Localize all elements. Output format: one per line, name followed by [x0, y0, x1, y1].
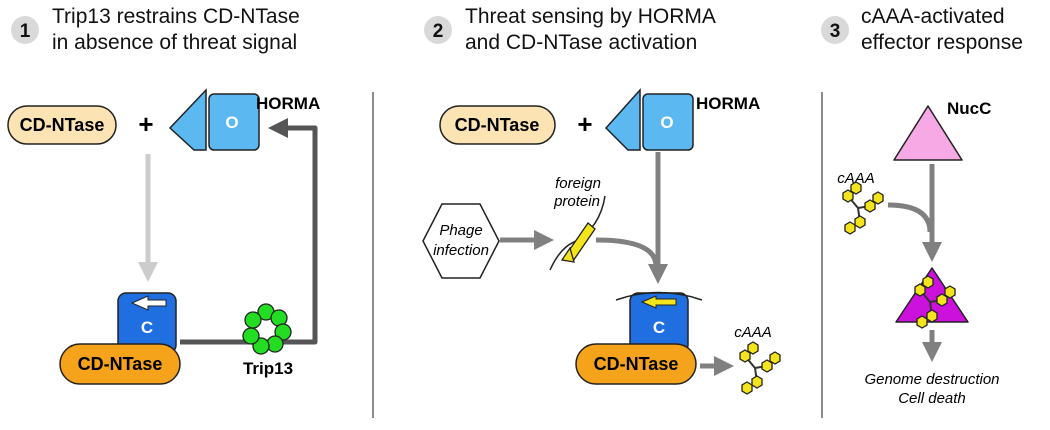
panel-2-number-badge — [424, 16, 452, 44]
cd-ntase-active-label: CD-NTase — [78, 354, 163, 374]
nucc-inactive-triangle — [893, 105, 963, 161]
foreign-protein-label-line2: protein — [553, 193, 600, 210]
closed-horma-icon: C — [117, 292, 177, 354]
panel-1-number: 1 — [20, 21, 31, 42]
cd-ntase-active-label: CD-NTase — [594, 354, 679, 374]
cd-ntase-label: CD-NTase — [455, 115, 540, 135]
horma-label: HORMA — [696, 94, 760, 113]
panel-2: CD-NTase + O HORMA Phage infection forei… — [422, 88, 781, 395]
camp-label: cAAA — [837, 170, 875, 187]
horma-closed-letter: C — [653, 318, 665, 337]
phage-label-line1: Phage — [439, 222, 482, 239]
phage-label-line2: infection — [433, 242, 489, 259]
camp-label: cAAA — [734, 324, 772, 341]
outcome-line2: Cell death — [898, 390, 966, 407]
cyclic-trinucleotide-icon — [842, 181, 884, 235]
horma-closed-letter: C — [141, 318, 153, 337]
panel-2-header: 2 Threat sensing by HORMA and CD-NTase a… — [424, 5, 716, 54]
panel-2-title-line2: and CD-NTase activation — [465, 31, 697, 54]
panel-3-title-line1: cAAA-activated — [861, 5, 1005, 28]
panel-3-header: 3 cAAA-activated effector response — [821, 5, 1023, 54]
horma-label: HORMA — [256, 94, 320, 113]
horma-open-letter: O — [660, 113, 673, 132]
open-horma-icon: O — [604, 88, 694, 151]
panel-1-number-badge — [11, 16, 39, 44]
cd-ntase-active-pill — [59, 343, 181, 385]
horma-open-letter: O — [225, 113, 238, 132]
hexagon-icon — [422, 203, 500, 279]
panel-3: NucC cAAA Genome destruction Cell death — [837, 99, 999, 407]
plus-sign: + — [138, 109, 153, 139]
cyclic-trinucleotide-icon — [739, 341, 781, 395]
panel-3-number-badge — [821, 16, 849, 44]
panel-1-title-line2: in absence of threat signal — [52, 31, 297, 54]
cd-ntase-inactive-pill — [7, 105, 117, 145]
hexameric-ring-icon — [242, 303, 292, 355]
trip13-recycling-arrow — [180, 118, 318, 345]
cd-ntase-inactive-pill — [439, 105, 556, 145]
plus-sign: + — [577, 109, 592, 139]
foreign-protein-chain — [549, 195, 606, 271]
open-horma-icon: O — [168, 88, 260, 151]
panel-1-header: 1 Trip13 restrains CD-NTase in absence o… — [11, 5, 300, 54]
closed-horma-icon: C — [615, 291, 703, 354]
outcome-line1: Genome destruction — [864, 371, 999, 388]
foreign-protein-label-line1: foreign — [555, 175, 601, 192]
panel-2-number: 2 — [433, 21, 444, 42]
nucc-label: NucC — [947, 99, 991, 118]
panel-1-title-line1: Trip13 restrains CD-NTase — [52, 5, 300, 28]
panel-2-title-line1: Threat sensing by HORMA — [465, 5, 716, 28]
foreign-protein-merge-arrow — [595, 237, 659, 267]
panel-1: CD-NTase + O HORMA C CD-NTase — [7, 88, 320, 385]
panel-3-number: 3 — [830, 21, 841, 42]
camp-merge-arrow — [887, 202, 933, 233]
foreign-protein-arrowhead — [560, 246, 575, 263]
trip13-label: Trip13 — [243, 359, 293, 378]
panel-3-title-line2: effector response — [861, 31, 1023, 54]
cd-ntase-active-pill — [575, 343, 697, 385]
cd-ntase-label: CD-NTase — [20, 115, 105, 135]
